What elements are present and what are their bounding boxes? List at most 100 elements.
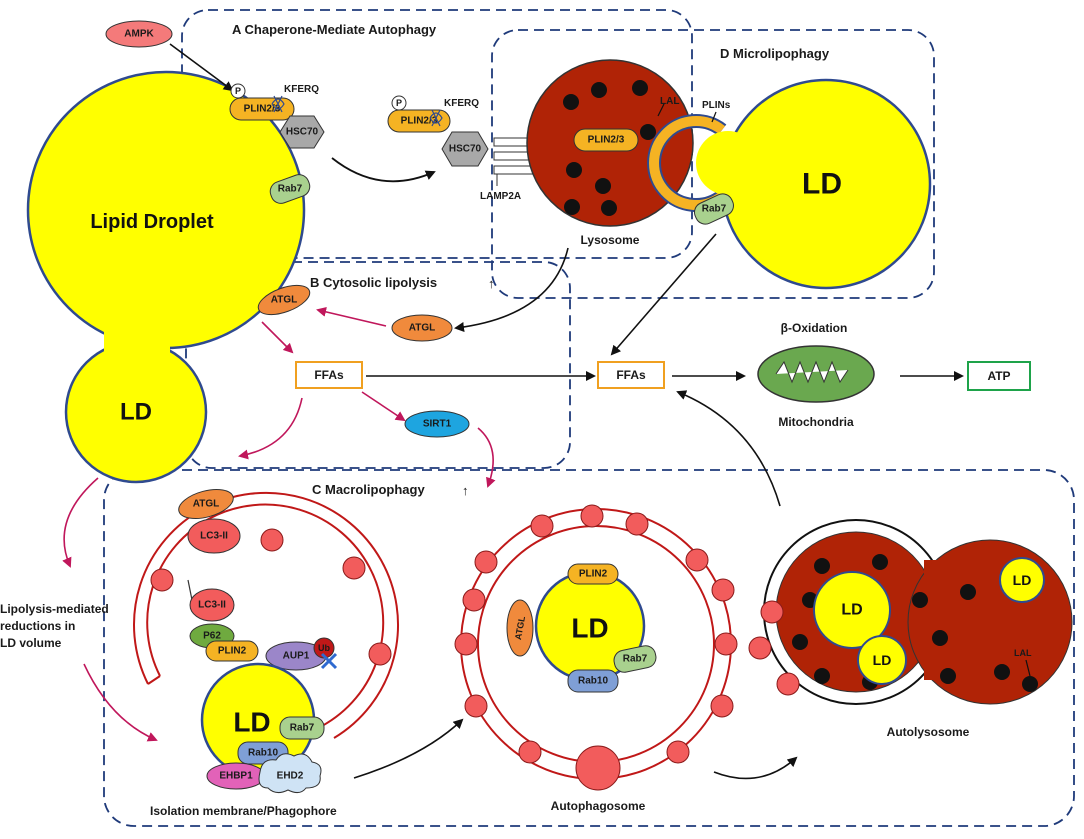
svg-text:EHD2: EHD2 — [277, 771, 304, 782]
kferq-label-1: KFERQ — [284, 84, 319, 95]
hsc70-bound: HSC70 — [279, 115, 325, 149]
lysosome-atgl-arrow — [454, 247, 569, 332]
ehbp1-node: EHBP1 — [206, 762, 266, 790]
mitochondria-icon — [757, 345, 875, 403]
kferq-label-2: KFERQ — [444, 98, 479, 109]
lal-label: LAL — [660, 96, 679, 107]
svg-text:HSC70: HSC70 — [286, 127, 319, 138]
panel-a-title: A Chaperone-Mediate Autophagy — [232, 22, 437, 37]
lc3ii-top: LC3-II — [187, 518, 241, 554]
svg-text:FFAs: FFAs — [314, 368, 344, 382]
svg-text:Rab10: Rab10 — [248, 748, 278, 759]
autolysosome-ld-small — [857, 635, 907, 685]
atgl-ffa-arrow — [261, 321, 294, 354]
autolysosome-ld-right — [999, 557, 1045, 603]
ub-node: Ub — [313, 637, 335, 659]
svg-text:AMPK: AMPK — [124, 29, 154, 40]
kferq-knot-icon-2 — [429, 109, 443, 127]
atgl-recruit-arrow — [316, 306, 387, 327]
lamp2a-label: LAMP2A — [480, 191, 521, 202]
atgl-macro: ATGL — [178, 489, 234, 519]
small-ld-label: LD — [120, 399, 152, 426]
microlipophagy-ld — [647, 78, 932, 290]
lipid-droplet-label: Lipid Droplet — [90, 211, 214, 233]
svg-text:ATGL: ATGL — [193, 499, 219, 510]
autophagosome-vesicles — [454, 504, 738, 791]
svg-text:ATGL: ATGL — [513, 615, 527, 641]
svg-text:Rab7: Rab7 — [278, 184, 303, 195]
rab10-autophagosome: Rab10 — [567, 669, 619, 693]
atgl-droplet: ATGL — [257, 284, 311, 316]
hsc70-transport: HSC70 — [441, 131, 489, 167]
beta-oxidation-label: β-Oxidation — [781, 321, 848, 335]
atgl-free: ATGL — [391, 314, 453, 342]
svg-text:Rab7: Rab7 — [290, 723, 315, 734]
svg-text:Rab10: Rab10 — [578, 676, 608, 687]
lipolysis-note-3: LD volume — [0, 636, 62, 650]
lal-autolysosome-label: LAL — [1014, 648, 1032, 658]
plin2-phagophore: PLIN2 — [205, 640, 259, 662]
panel-c-up-arrow: ↑ — [462, 483, 469, 498]
svg-text:LC3-II: LC3-II — [198, 600, 226, 611]
autophagosome-label: Autophagosome — [551, 799, 646, 813]
ampk-node: AMPK — [105, 20, 173, 48]
atgl-autophagosome: ATGL — [506, 599, 534, 657]
autophagosome-autolysosome-arrow — [713, 756, 798, 780]
kferq-knot-icon — [271, 95, 285, 113]
panel-b-title: B Cytosolic lipolysis — [310, 275, 437, 290]
svg-text:ATP: ATP — [987, 369, 1010, 383]
svg-text:SIRT1: SIRT1 — [423, 419, 452, 430]
lc3ii-bottom: LC3-II — [189, 588, 235, 622]
autolysosome-ld-small-label: LD — [873, 652, 892, 668]
svg-text:PLIN2: PLIN2 — [218, 646, 247, 657]
rab7-microlipophagy: Rab7 — [694, 193, 734, 225]
svg-text:P62: P62 — [203, 631, 221, 642]
svg-text:PLIN2: PLIN2 — [579, 569, 608, 580]
autolysosome-ld-right-label: LD — [1013, 572, 1032, 588]
svg-text:FFAs: FFAs — [616, 368, 646, 382]
rab7-phagophore: Rab7 — [279, 716, 325, 740]
lysosome: PLIN2/3 — [526, 59, 694, 227]
panel-d-box — [491, 29, 935, 299]
plin23-transport: P PLIN2/3 — [387, 95, 451, 133]
autolysosome-ld-large-label: LD — [841, 602, 862, 619]
svg-text:PLIN2/3: PLIN2/3 — [401, 116, 438, 127]
panel-c-box — [103, 469, 1075, 827]
svg-text:PLIN2/3: PLIN2/3 — [588, 135, 625, 146]
svg-text:P: P — [235, 86, 241, 96]
autolysosome-vesicles — [748, 600, 800, 696]
isolation-membrane-label: Isolation membrane/Phagophore — [150, 804, 337, 818]
svg-text:LC3-II: LC3-II — [200, 531, 228, 542]
ffas-box-right: FFAs — [597, 361, 665, 389]
ffa-sirt1-arrow — [361, 391, 406, 422]
svg-text:EHBP1: EHBP1 — [219, 771, 253, 782]
svg-text:Ub: Ub — [318, 643, 330, 653]
ampk-arrow — [169, 43, 234, 92]
cma-transport-arrow — [331, 157, 436, 183]
sirt1-macro-arrow — [477, 427, 496, 488]
phagophore-ld-label: LD — [233, 707, 270, 738]
svg-text:AUP1: AUP1 — [283, 651, 310, 662]
autolysosome-label: Autolysosome — [887, 725, 970, 739]
ehd2-cloud-icon: EHD2 — [258, 753, 322, 794]
svg-text:P: P — [396, 98, 402, 108]
svg-text:PLIN2/3: PLIN2/3 — [244, 104, 281, 115]
svg-text:Rab7: Rab7 — [623, 654, 648, 665]
autolysosome — [763, 519, 1073, 705]
sirt1-node: SIRT1 — [404, 410, 470, 438]
autophagosome-ld-label: LD — [571, 613, 608, 644]
mitochondria-label: Mitochondria — [778, 415, 854, 429]
svg-text:ATGL: ATGL — [409, 323, 435, 334]
svg-text:Rab7: Rab7 — [702, 204, 727, 215]
svg-text:ATGL: ATGL — [271, 295, 297, 306]
lysosome-label: Lysosome — [581, 233, 640, 247]
lipolysis-to-phagophore-arrow — [83, 663, 158, 742]
plin2-autophagosome: PLIN2 — [567, 563, 619, 585]
autolysosome-ffa-arrow — [676, 390, 781, 507]
atp-box: ATP — [967, 361, 1031, 391]
phagophore-autophagosome-arrow — [353, 718, 464, 779]
plins-label: PLINs — [702, 100, 731, 111]
lipid-droplet-large — [26, 70, 306, 484]
